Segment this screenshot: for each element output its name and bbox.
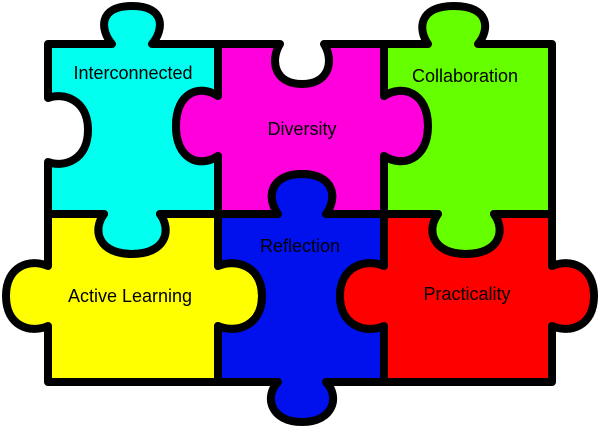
label-collaboration: Collaboration <box>412 66 518 86</box>
label-diversity: Diversity <box>267 119 336 139</box>
label-active-learning: Active Learning <box>68 286 192 306</box>
label-interconnected: Interconnected <box>73 63 192 83</box>
label-reflection: Reflection <box>260 236 340 256</box>
puzzle-piece-practicality <box>336 210 598 386</box>
label-practicality: Practicality <box>423 284 510 304</box>
